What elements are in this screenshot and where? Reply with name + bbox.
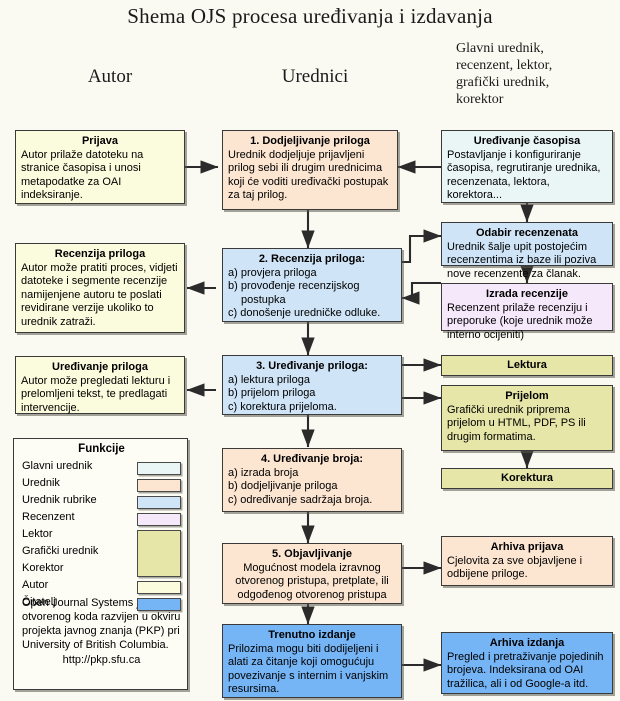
box-odabir-recenzenata-body: Urednik šalje upit postojećim recenzenti… [447,241,597,280]
box-arhiva-prijava[interactable]: Arhiva prijava Cjelovita za sve objavlje… [441,536,613,586]
box-step-1-body: Urednik dodjeljuje prijavljeni prilog se… [228,149,389,202]
box-recenzija-priloga-autor[interactable]: Recenzija priloga Autor može pratiti pro… [15,243,185,333]
legend-row-lektor: Lektor [22,527,181,577]
box-step-5-body: Mogućnost modela izravnog otvorenog pris… [235,562,389,601]
box-step-2-items: a) provjera priloga b) provođenje recenz… [228,267,396,321]
box-step-1-dodjeljivanje-priloga[interactable]: 1. Dodjeljivanje priloga Urednik dodjelj… [222,130,398,210]
box-step-3-items: a) lektura priloga b) prijelom priloga c… [228,374,396,414]
legend-title: Funkcije [78,443,125,455]
box-step-3-uredivanje-priloga[interactable]: 3. Uređivanje priloga: a) lektura prilog… [222,355,402,415]
column-header-ostali: Glavni urednik, recenzent, lektor, grafi… [456,41,553,107]
legend-label: Urednik rubrike [22,493,97,506]
legend-row-recenzent: Recenzent [22,511,181,528]
box-arhiva-prijava-title: Arhiva prijava [490,541,564,553]
legend-swatch [137,597,181,611]
box-step-4-uredivanje-broja[interactable]: 4. Uređivanje broja: a) izrada broja b) … [222,448,402,512]
list-item: a) provjera priloga [228,267,317,279]
box-uredivanje-priloga-autor-body: Autor može pregledati lekturu i prelomlj… [21,375,171,414]
list-item: c) korektura prijeloma. [228,400,337,413]
list-item: b) dodjeljivanje priloga [228,480,338,493]
legend-label: Glavni urednik [22,459,93,472]
box-uredivanje-priloga-autor-title: Uređivanje priloga [52,361,148,373]
legend-swatch [137,512,181,526]
list-item: a) lektura priloga [228,374,310,386]
legend-swatch-lektor-grafiki-korektor [137,529,181,577]
legend-rows: Glavni urednik Urednik Urednik rubrike R… [22,460,181,611]
legend-row-urednik: Urednik [22,477,181,494]
box-prijava-title: Prijava [81,135,119,147]
box-korektura-title: Korektura [501,472,553,484]
box-step-3-title: 3. Uređivanje priloga: [256,360,368,372]
box-step-4-title: 4. Uređivanje broja: [260,453,364,465]
column-header-urednici: Urednici [281,66,349,87]
box-lektura[interactable]: Lektura [441,355,613,376]
legend-label: Čitatelj [22,595,56,608]
box-step-1-title: 1. Dodjeljivanje priloga [250,135,370,147]
box-arhiva-prijava-body: Cjelovita za sve objavljene i odbijene p… [447,555,583,581]
legend-row-urednik-rubrike: Urednik rubrike [22,494,181,511]
legend-swatch [137,580,181,594]
box-odabir-recenzenata-title: Odabir recenzenata [475,227,579,239]
legend-label: Autor [22,578,49,591]
legend-row-glavni-urednik: Glavni urednik [22,460,181,477]
legend-row-korektor: Korektor [22,562,181,579]
legend-label: Korektor [22,561,64,574]
box-lektura-title: Lektura [507,359,547,371]
box-uredivanje-casopisa-title: Uređivanje časopisa [473,135,581,147]
box-odabir-recenzenata[interactable]: Odabir recenzenata Urednik šalje upit po… [441,222,613,280]
box-step-2-recenzija-priloga[interactable]: 2. Recenzija priloga: a) provjera prilog… [222,248,402,322]
box-prijelom-title: Prijelom [505,390,549,402]
box-prijava[interactable]: Prijava Autor prilaže datoteku na strani… [15,130,185,204]
box-korektura[interactable]: Korektura [441,468,613,489]
box-uredivanje-priloga-autor[interactable]: Uređivanje priloga Autor može pregledati… [15,356,185,414]
box-izrada-recenzije-body: Recenzent prilaže recenziju i preporuke … [447,302,593,341]
box-trenutno-izdanje-body: Prilozima mogu biti dodijeljeni i alati … [228,643,389,696]
box-prijelom[interactable]: Prijelom Grafički urednik priprema prije… [441,385,613,451]
box-arhiva-izdanja[interactable]: Arhiva izdanja Pregled i pretraživanje p… [441,632,613,694]
list-item: c) donošenje uredničke odluke. [228,307,381,320]
box-step-5-objavljivanje[interactable]: 5. Objavljivanje Mogućnost modela izravn… [222,543,402,604]
list-item: a) izrada broja [228,467,299,479]
box-trenutno-izdanje-title: Trenutno izdanje [268,629,356,641]
legend-url[interactable]: http://pkp.sfu.ca [62,653,141,666]
page-title: Shema OJS procesa uređivanja i izdavanja [127,4,493,28]
legend-row-graficki-urednik: Grafički urednik [22,545,181,562]
list-item: b) provođenje recenzijskog postupka [228,280,360,306]
box-uredivanje-casopisa[interactable]: Uređivanje časopisa Postavljanje i konfi… [441,130,613,203]
column-header-autor: Autor [87,66,133,87]
legend-label: Recenzent [22,510,75,523]
box-prijelom-body: Grafički urednik priprema prijelom u HTM… [447,404,586,443]
list-item: c) određivanje sadržaja broja. [228,493,373,506]
legend-funkcije: Funkcije Glavni urednik Urednik Urednik … [13,438,188,690]
list-item: b) prijelom priloga [228,387,316,400]
box-arhiva-izdanja-title: Arhiva izdanja [489,637,565,649]
legend-swatch [137,495,181,509]
legend-label: Grafički urednik [22,544,99,557]
box-step-5-title: 5. Objavljivanje [271,548,353,560]
box-step-4-items: a) izrada broja b) dodjeljivanje priloga… [228,467,396,507]
box-recenzija-priloga-autor-title: Recenzija priloga [54,248,146,260]
legend-swatch [137,461,181,475]
legend-row-autor: Autor [22,579,181,596]
legend-swatch [137,478,181,492]
box-izrada-recenzije-title: Izrada recenzije [486,288,568,300]
box-recenzija-priloga-autor-body: Autor može pratiti proces, vidjeti datot… [21,262,178,328]
legend-label: Urednik [22,476,60,489]
legend-label: Lektor [22,527,53,540]
box-step-2-title: 2. Recenzija priloga: [258,253,366,265]
box-trenutno-izdanje[interactable]: Trenutno izdanje Prilozima mogu biti dod… [222,624,402,698]
box-prijava-body: Autor prilaže datoteku na stranice časop… [21,149,144,202]
box-uredivanje-casopisa-body: Postavljanje i konfiguriranje časopisa, … [447,149,601,202]
legend-row-citatelj: Čitatelj [22,596,181,613]
box-izrada-recenzije[interactable]: Izrada recenzije Recenzent prilaže recen… [441,283,613,341]
box-arhiva-izdanja-body: Pregled i pretraživanje pojedinih brojev… [447,651,604,690]
